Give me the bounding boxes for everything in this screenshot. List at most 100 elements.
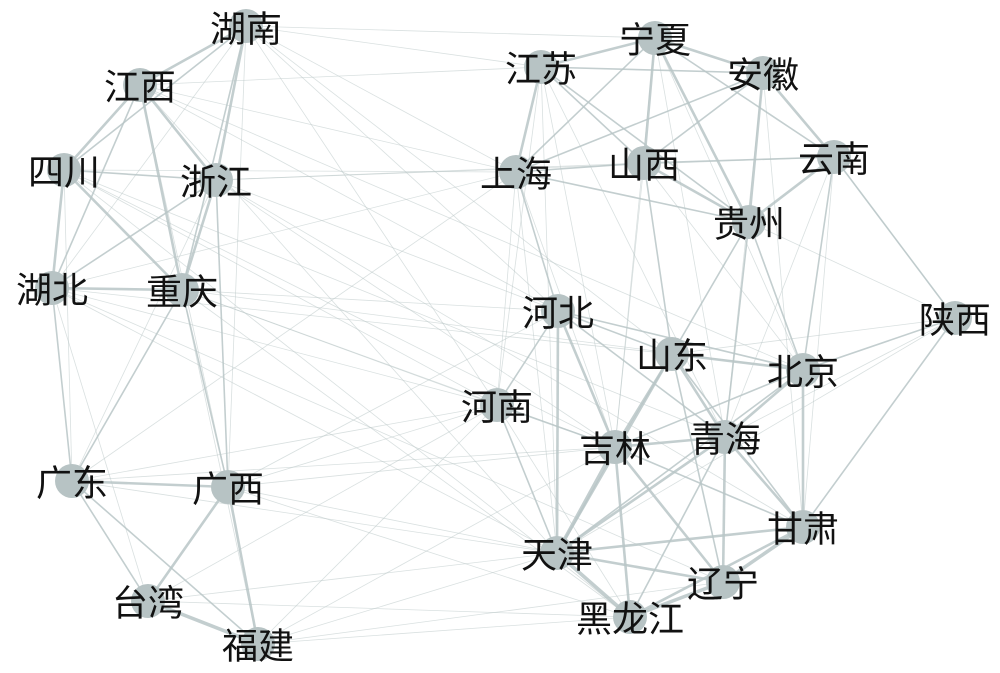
- edge-fujian-henan: [257, 404, 498, 645]
- edge-guangxi-henan: [227, 404, 498, 488]
- node-beijing[interactable]: 北京: [767, 353, 839, 394]
- node-label-shandong: 山东: [636, 337, 708, 378]
- edge-jiangsu-shanghai: [514, 66, 543, 173]
- edge-gansu-tianjin: [556, 525, 804, 555]
- edge-guangxi-taiwan: [146, 486, 230, 602]
- node-label-guangxi: 广西: [192, 470, 264, 511]
- node-guangxi[interactable]: 广西: [192, 470, 264, 511]
- edge-jiangxi-hebei: [139, 84, 559, 312]
- edge-guangdong-guangxi: [71, 479, 229, 489]
- edge-hunan-ningxia: [245, 25, 656, 39]
- node-hubei[interactable]: 湖北: [16, 271, 88, 312]
- node-jiangxi[interactable]: 江西: [104, 68, 176, 109]
- node-anhui[interactable]: 安徽: [727, 56, 799, 97]
- node-dot-shaanxi: [938, 301, 972, 335]
- edge-sichuan-guangdong: [63, 169, 73, 482]
- edge-qinghai-gansu: [724, 436, 804, 528]
- node-yunnan[interactable]: 云南: [798, 140, 870, 181]
- edge-jiangsu-shanxi: [540, 66, 645, 164]
- node-label-guangdong: 广东: [36, 464, 108, 505]
- node-heilongjiang[interactable]: 黑龙江: [576, 600, 684, 641]
- node-dot-shanghai: [499, 155, 533, 189]
- edge-fujian-tianjin: [257, 552, 558, 645]
- edge-ningxia-beijing: [654, 37, 804, 371]
- node-label-henan: 河南: [461, 388, 533, 429]
- node-tianjin[interactable]: 天津: [521, 536, 593, 577]
- edge-chongqing-beijing: [181, 289, 804, 371]
- node-label-ningxia: 宁夏: [619, 21, 691, 62]
- edge-jilin-qinghai: [614, 435, 726, 449]
- node-dot-gansu: [786, 510, 820, 544]
- node-label-hunan: 湖南: [210, 10, 282, 51]
- edge-jiangxi-sichuan: [63, 84, 141, 171]
- edge-guangdong-shanghai: [71, 171, 517, 482]
- node-dot-henan: [480, 388, 514, 422]
- node-dot-beijing: [786, 353, 820, 387]
- edge-jiangxi-chongqing: [138, 84, 184, 291]
- node-label-guizhou: 贵州: [713, 205, 785, 246]
- edge-shanxi-beijing: [643, 162, 804, 371]
- edge-fujian-liaoning: [257, 581, 724, 645]
- edge-guangdong-tianjin: [71, 480, 558, 554]
- node-shaanxi[interactable]: 陕西: [919, 301, 991, 342]
- edge-shanxi-jilin: [614, 162, 645, 448]
- edge-shanghai-hebei: [515, 171, 559, 312]
- edge-shanxi-guizhou: [643, 161, 750, 224]
- edge-guizhou-beijing: [748, 221, 804, 371]
- node-label-yunnan: 云南: [798, 140, 870, 181]
- edge-jiangsu-henan: [496, 66, 542, 406]
- node-shandong[interactable]: 山东: [636, 337, 708, 378]
- edge-shaanxi-shandong: [671, 317, 956, 355]
- node-gansu[interactable]: 甘肃: [767, 510, 839, 551]
- edge-yunnan-qinghai: [724, 156, 835, 438]
- node-guangdong[interactable]: 广东: [36, 464, 108, 505]
- node-label-jilin: 吉林: [579, 430, 651, 471]
- node-hunan[interactable]: 湖南: [210, 9, 282, 51]
- node-guizhou[interactable]: 贵州: [713, 205, 785, 246]
- node-jiangsu[interactable]: 江苏: [505, 50, 577, 91]
- node-label-anhui: 安徽: [727, 56, 799, 97]
- edge-hubei-henan: [51, 287, 498, 406]
- edge-jiangxi-shanghai: [139, 84, 517, 173]
- node-shanghai[interactable]: 上海: [480, 155, 552, 196]
- node-dot-anhui: [746, 56, 780, 90]
- node-label-gansu: 甘肃: [767, 510, 839, 551]
- edge-hunan-chongqing: [181, 25, 247, 291]
- edge-hubei-liaoning: [51, 287, 724, 583]
- edge-hunan-guangxi: [227, 25, 247, 488]
- edge-sichuan-zhejiang: [63, 169, 217, 181]
- node-liaoning[interactable]: 辽宁: [687, 565, 759, 606]
- node-qinghai[interactable]: 青海: [689, 420, 761, 461]
- edge-sichuan-heilongjiang: [63, 169, 631, 618]
- edge-jiangsu-jilin: [540, 66, 616, 448]
- node-label-jiangxi: 江西: [104, 68, 176, 109]
- edge-guangdong-jilin: [71, 446, 616, 482]
- edge-hubei-chongqing: [51, 286, 183, 292]
- node-jilin[interactable]: 吉林: [579, 430, 651, 471]
- edge-zhejiang-gansu: [215, 179, 804, 528]
- node-label-beijing: 北京: [767, 353, 839, 394]
- edge-shanxi-shandong: [643, 162, 673, 355]
- node-hebei[interactable]: 河北: [522, 294, 594, 335]
- node-dot-yunnan: [817, 140, 851, 174]
- node-taiwan[interactable]: 台湾: [112, 584, 184, 625]
- node-dot-qinghai: [708, 420, 742, 454]
- edge-anhui-shanxi: [643, 72, 764, 164]
- node-sichuan[interactable]: 四川: [28, 153, 100, 194]
- edge-qinghai-heilongjiang: [629, 436, 726, 618]
- node-label-hebei: 河北: [522, 294, 594, 335]
- node-henan[interactable]: 河南: [461, 388, 533, 429]
- node-label-tianjin: 天津: [521, 536, 593, 577]
- node-zhejiang[interactable]: 浙江: [180, 163, 252, 204]
- edge-sichuan-qinghai: [63, 169, 726, 438]
- node-dot-ningxia: [638, 21, 672, 55]
- node-shanxi[interactable]: 山西: [608, 146, 680, 187]
- node-ningxia[interactable]: 宁夏: [619, 21, 691, 62]
- edge-ningxia-guizhou: [653, 37, 751, 223]
- edge-shandong-liaoning: [671, 353, 724, 583]
- node-dot-sichuan: [47, 153, 81, 187]
- node-chongqing[interactable]: 重庆: [146, 273, 218, 314]
- node-fujian[interactable]: 福建: [222, 627, 294, 668]
- node-dot-jilin: [598, 430, 632, 464]
- edge-hebei-shandong: [557, 310, 673, 355]
